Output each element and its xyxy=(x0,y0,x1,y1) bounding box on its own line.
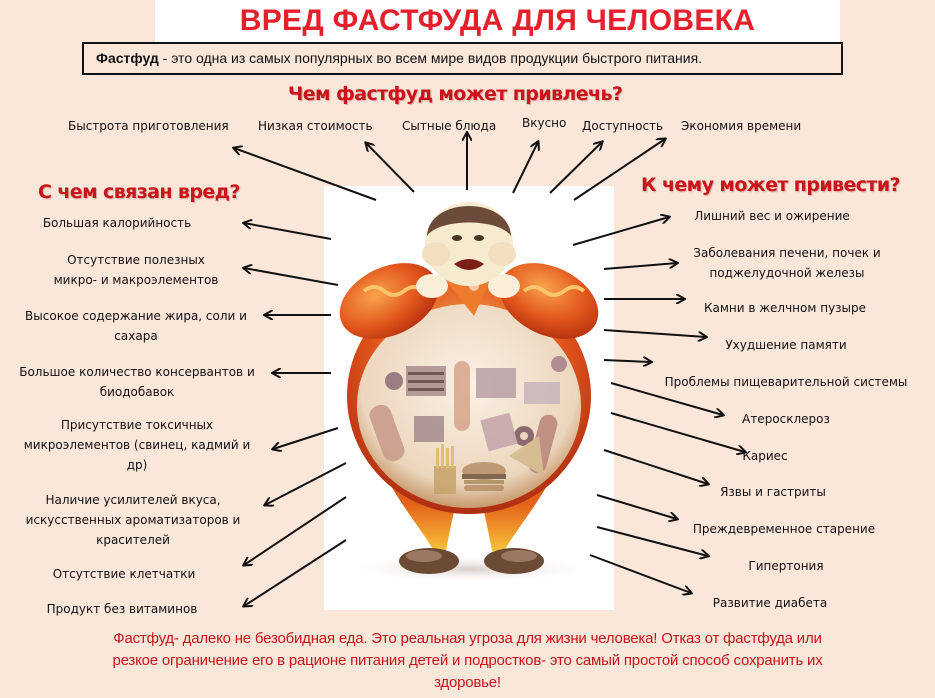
title-background xyxy=(155,0,840,42)
attract-item: Быстрота приготовления xyxy=(68,119,229,133)
attract-item: Вкусно xyxy=(522,116,567,130)
attract-item: Экономия времени xyxy=(681,119,802,133)
attract-item: Доступность xyxy=(582,119,664,133)
consequence-item: Заболевания печени, почек и поджелудочно… xyxy=(693,246,881,280)
footer-message: Фастфуд- далеко не безобидная еда. Это р… xyxy=(20,628,915,694)
harm-item: Высокое содержание жира, соли и сахара xyxy=(25,309,247,343)
attract-item: Сытные блюда xyxy=(402,119,497,133)
harm-item: Присутствие токсичных микроэлементов (св… xyxy=(23,418,251,472)
consequence-item: Лишний вес и ожирение xyxy=(694,209,850,223)
heading-attract: Чем фастфуд может привлечь? xyxy=(288,83,623,105)
consequence-item: Ухудшение памяти xyxy=(725,338,847,352)
definition-box: Фастфуд - это одна из самых популярных в… xyxy=(82,42,843,75)
definition-term: Фастфуд xyxy=(96,50,159,66)
heading-consequences: К чему может привести? xyxy=(641,174,901,196)
consequence-item: Проблемы пищеварительной системы xyxy=(664,375,908,389)
harm-item: Отсутствие полезных микро- и макроэлемен… xyxy=(53,253,219,287)
consequence-item: Камни в желчном пузыре xyxy=(703,301,867,315)
page-title: ВРЕД ФАСТФУДА ДЛЯ ЧЕЛОВЕКА xyxy=(239,4,756,37)
harm-item: Большое количество консервантов и биодоб… xyxy=(19,365,255,399)
illustration-panel xyxy=(324,186,614,610)
harm-item: Наличие усилителей вкуса, искусственных … xyxy=(25,493,241,547)
harm-item: Отсутствие клетчатки xyxy=(52,567,196,581)
heading-harm: С чем связан вред? xyxy=(38,181,240,203)
consequence-item: Атеросклероз xyxy=(742,412,830,426)
consequence-item: Язвы и гастриты xyxy=(720,485,826,499)
footer-line-1: Фастфуд- далеко не безобидная еда. Это р… xyxy=(113,630,822,647)
attract-item: Низкая стоимость xyxy=(258,119,373,133)
arrow-attract-2 xyxy=(366,143,415,193)
consequence-item: Развитие диабета xyxy=(712,596,828,610)
fat-man-illustration xyxy=(339,202,599,583)
consequence-item: Преждевременное старение xyxy=(692,522,876,536)
arrow-harm-1 xyxy=(244,223,332,240)
consequence-item: Кариес xyxy=(742,449,788,463)
definition-text: - это одна из самых популярных во всем м… xyxy=(158,50,703,66)
footer-line-3: здоровье! xyxy=(434,674,501,691)
consequence-item: Гипертония xyxy=(748,559,824,573)
footer-line-2: резкое ограничение его в рационе питания… xyxy=(112,652,823,669)
harm-item: Продукт без витаминов xyxy=(46,602,198,616)
harm-item: Большая калорийность xyxy=(42,216,192,230)
